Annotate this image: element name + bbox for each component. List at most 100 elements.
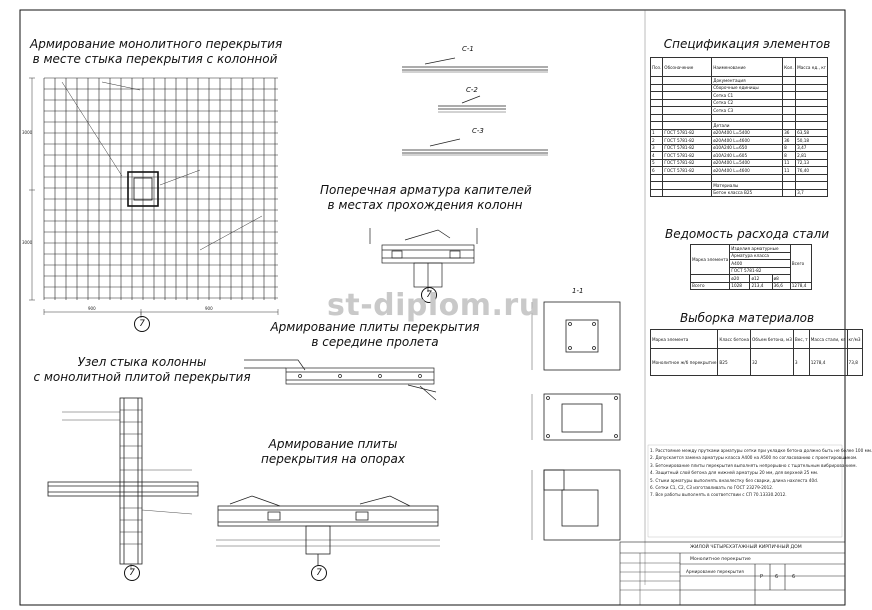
spec-cell: [662, 181, 713, 190]
axis-marker: 7: [124, 565, 140, 581]
spec-cell: 1: [649, 128, 664, 137]
spec-cell: [649, 76, 664, 85]
title-line-1: Узел стыка колонны: [77, 355, 207, 369]
mat-cell: 3: [792, 348, 810, 376]
steel-row-1: Изделия арматурные: [729, 244, 791, 253]
note-line: 6. Сетки С1, С2, С3 изготавливать по ГОС…: [650, 485, 774, 491]
steel-val: 1028: [729, 281, 751, 290]
spec-cell: 11: [782, 158, 797, 167]
spec-cell: [649, 83, 664, 92]
spec-cell: Материалы: [711, 181, 784, 190]
spec-cell: [795, 121, 828, 130]
note-line: 2. Допускается замена арматуры класса А4…: [650, 455, 858, 461]
spec-cell: [782, 106, 797, 115]
spec-row: Документация: [649, 76, 828, 85]
spec-cell: [662, 121, 713, 130]
spec-cell: [649, 113, 664, 122]
spec-cell: [782, 173, 797, 182]
section-label-1-1: 1-1: [572, 287, 584, 295]
spec-row: Детали: [649, 121, 828, 130]
specification-table: Поз. Обозначение Наименование Кол. Масса…: [649, 57, 828, 197]
note-line: 3. Бетонирование плиты перекрытия выполн…: [650, 462, 857, 468]
title-midspan: Армирование плиты перекрытия в середине …: [270, 320, 480, 350]
mat-cell: В25: [717, 348, 752, 376]
note-line: 4. Защитный слой бетона для нижней армат…: [650, 470, 819, 476]
steel-row: Марка элемента Изделия арматурные Всего: [689, 244, 813, 283]
spec-row: Сетка С2: [649, 98, 828, 107]
stamp-sheet: 6: [775, 574, 779, 580]
spec-cell: Сборочные единицы: [711, 83, 784, 92]
spec-row: Материалы: [649, 181, 828, 190]
spec-cell: [795, 98, 828, 107]
spec-row: [649, 173, 828, 182]
spec-header-cell: Наименование: [711, 57, 784, 77]
mat-header: Класс бетона: [717, 329, 752, 349]
spec-cell: 63,58: [795, 128, 828, 137]
spec-cell: 2: [649, 136, 664, 145]
steel-row-3: А400: [729, 259, 791, 268]
spec-cell: [782, 113, 797, 122]
spec-cell: [795, 91, 828, 100]
mat-header: Масса стали, кг: [808, 329, 848, 349]
spec-cell: [795, 173, 828, 182]
notes-block: 1. Расстояние между прутками арматуры се…: [650, 447, 872, 499]
spec-cell: [649, 121, 664, 130]
dim-label: 900: [88, 306, 96, 311]
spec-cell: [662, 76, 713, 85]
title-materials: Выборка материалов: [679, 311, 815, 325]
steel-row-2: Арматура класса: [729, 251, 791, 260]
axis-marker: 7: [311, 565, 327, 581]
spec-cell: 4: [649, 151, 664, 160]
spec-row: Сетка С1: [649, 91, 828, 100]
sheet-frame: [19, 9, 846, 606]
mat-cell: Монолитное ж/б перекрытие: [649, 348, 719, 376]
spec-cell: ГОСТ 5781-82: [662, 158, 713, 167]
spec-header-cell: Масса ед., кг: [795, 57, 828, 77]
spec-cell: [649, 173, 664, 182]
steel-col: ø20: [729, 274, 751, 283]
spec-cell: [782, 181, 797, 190]
spec-cell: [662, 173, 713, 182]
title-slab-column-joint: Армирование монолитного перекрытия в мес…: [30, 37, 282, 67]
note-line: 1. Расстояние между прутками арматуры се…: [650, 448, 872, 453]
spec-cell: ø20А400 L=5400: [711, 158, 784, 167]
note-line: 5. Стыки арматуры выполнять внахлестку б…: [650, 477, 819, 483]
mesh-section-c3: [402, 138, 548, 156]
slab-mesh-plan: [43, 77, 278, 300]
spec-cell: [795, 113, 828, 122]
mat-cell: 73,8: [846, 348, 863, 376]
spec-cell: Документация: [711, 76, 784, 85]
spec-cell: Сетка С2: [711, 98, 784, 107]
steel-col: ø12: [749, 274, 773, 283]
stamp-sheets: 6: [792, 574, 796, 580]
spec-cell: [782, 83, 797, 92]
section-label-c2: С-2: [466, 86, 478, 94]
dim-label: 3000: [22, 130, 33, 135]
spec-cell: 36: [782, 136, 797, 145]
axis-marker: 7: [421, 287, 437, 303]
title-steel: Ведомость расхода стали: [664, 227, 829, 241]
axis-marker: 7: [134, 316, 150, 332]
spec-cell: ø20А400 L=5400: [711, 128, 784, 137]
steel-consumption-table: Марка элемента Изделия арматурные Всего …: [689, 244, 813, 290]
spec-cell: ГОСТ 5781-82: [662, 128, 713, 137]
spec-cell: 8: [782, 143, 797, 152]
spec-cell: [662, 113, 713, 122]
mat-header-row: Марка элемента Класс бетона Объем бетона…: [649, 329, 863, 349]
title-supports: Армирование плиты перекрытия на опорах: [258, 437, 408, 467]
dim-label: 3000: [22, 240, 33, 245]
section-label-c1: С-1: [462, 45, 474, 53]
spec-cell: [795, 106, 828, 115]
spec-cell: [649, 181, 664, 190]
steel-val: 36,6: [771, 281, 791, 290]
steel-left-header: Марка элемента: [689, 244, 731, 275]
spec-row: Сборочные единицы: [649, 83, 828, 92]
mat-header: кг/м3: [846, 329, 863, 349]
spec-cell: [662, 83, 713, 92]
spec-cell: ГОСТ 5781-82: [662, 143, 713, 152]
column-joint-detail: [47, 397, 199, 570]
